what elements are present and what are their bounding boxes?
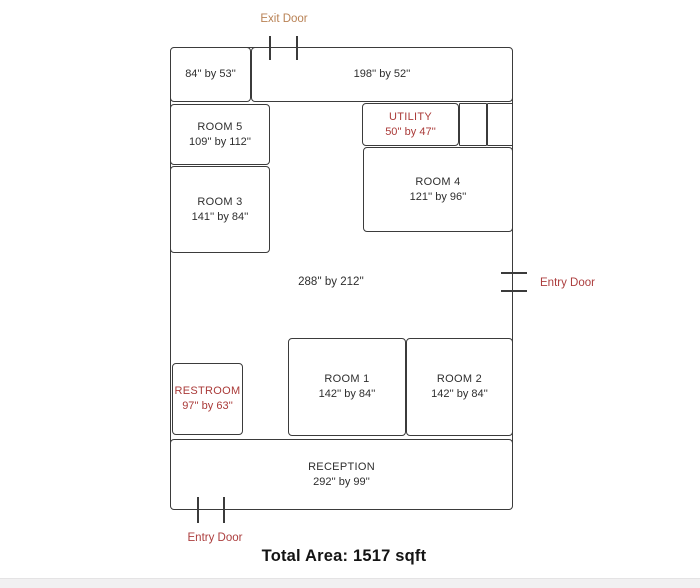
entry-door-right-tick-2 <box>501 290 527 292</box>
entry-door-right-label: Entry Door <box>540 277 595 289</box>
room-storage-top-left: 84'' by 53'' <box>170 47 251 102</box>
entry-door-bottom-label: Entry Door <box>187 532 243 544</box>
room-label: ROOM 1 <box>324 373 370 385</box>
room-utility: UTILITY 50'' by 47'' <box>362 103 459 146</box>
room-dims: 121'' by 96'' <box>409 190 467 203</box>
room-dims: 109'' by 112'' <box>188 135 252 148</box>
utility-partition-1 <box>459 103 487 146</box>
room-dims: 198'' by 52'' <box>353 68 411 80</box>
total-area-text: Total Area: 1517 sqft <box>261 547 427 565</box>
room-label: UTILITY <box>388 110 433 123</box>
room-1: ROOM 1 142'' by 84'' <box>288 338 406 436</box>
entry-door-right-tick-1 <box>501 272 527 274</box>
room-restroom: RESTROOM 97'' by 63'' <box>172 363 243 435</box>
room-5: ROOM 5 109'' by 112'' <box>170 104 270 165</box>
room-dims: 142'' by 84'' <box>318 388 376 400</box>
room-label: ROOM 4 <box>415 175 461 188</box>
room-dims: 141'' by 84'' <box>191 210 249 223</box>
room-4: ROOM 4 121'' by 96'' <box>363 147 513 232</box>
room-label: RECEPTION <box>308 460 375 473</box>
entry-door-bottom-tick-2 <box>223 497 225 523</box>
room-reception: RECEPTION 292'' by 99'' <box>170 439 513 510</box>
bottom-edge-band <box>0 578 700 588</box>
room-label: ROOM 5 <box>197 120 243 133</box>
room-label: ROOM 3 <box>197 195 243 208</box>
room-label: RESTROOM <box>174 385 241 397</box>
room-dims: 97'' by 63'' <box>182 400 233 412</box>
room-dims: 84'' by 53'' <box>185 68 236 80</box>
central-area-dims: 288'' by 212'' <box>298 276 364 288</box>
utility-partition-2 <box>487 103 513 146</box>
exit-door-tick-1 <box>269 36 271 60</box>
room-dims: 142'' by 84'' <box>431 388 488 400</box>
room-dims: 50'' by 47'' <box>385 125 436 138</box>
room-label: ROOM 2 <box>436 373 483 385</box>
exit-door-tick-2 <box>296 36 298 60</box>
room-top-wide: 198'' by 52'' <box>251 47 513 102</box>
entry-door-bottom-tick-1 <box>197 497 199 523</box>
room-dims: 292'' by 99'' <box>313 475 370 488</box>
room-3: ROOM 3 141'' by 84'' <box>170 166 270 253</box>
room-2: ROOM 2 142'' by 84'' <box>406 338 513 436</box>
exit-door-label: Exit Door <box>260 13 308 25</box>
